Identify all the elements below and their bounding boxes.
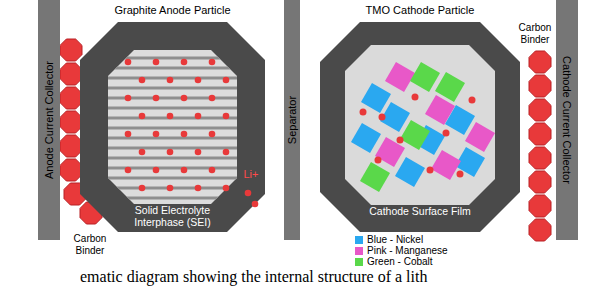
surface-film-label: Solid Electrolyte Interphase (SEI) [117,205,228,229]
separator-bar: Separator [284,0,300,240]
legend-row: Blue - Nickel [355,234,448,245]
figure-caption: ematic diagram showing the internal stru… [80,268,427,285]
legend-row: Green - Cobalt [355,256,448,267]
current-collector-bar: Cathode Current Collector [556,0,578,240]
legend-swatch [355,236,363,244]
current-collector-bar: Anode Current Collector [38,0,60,240]
particle-outline [320,22,520,232]
particle-shell [80,22,265,232]
bar-label: Separator [286,96,299,144]
bar-label: Anode Current Collector [43,61,56,179]
particle-heading: TMO Cathode Particle [310,4,530,17]
legend-swatch [355,247,363,255]
legend-swatch [355,258,363,266]
surface-film-label: Cathode Surface Film [365,206,475,218]
cathode-particle: TMO Cathode ParticleCathode Surface Film [320,22,520,232]
particle-core [108,50,258,207]
bar-label: Cathode Current Collector [561,56,574,184]
particle-core [345,45,495,205]
particle-outline [80,22,265,232]
legend-text: Pink - Manganese [367,245,448,256]
legend: Blue - NickelPink - ManganeseGreen - Cob… [355,234,448,267]
particle-heading: Graphite Anode Particle [60,4,285,17]
anode-particle: Graphite Anode ParticleSolid Electrolyte… [80,22,265,232]
ion-label: Li+ [242,168,260,181]
particle-shell [320,22,520,232]
legend-text: Green - Cobalt [367,256,433,267]
legend-row: Pink - Manganese [355,245,448,256]
carbon-binder-label: Carbon Binder [64,233,116,256]
carbon-binder-label: Carbon Binder [513,22,557,45]
legend-text: Blue - Nickel [367,234,423,245]
